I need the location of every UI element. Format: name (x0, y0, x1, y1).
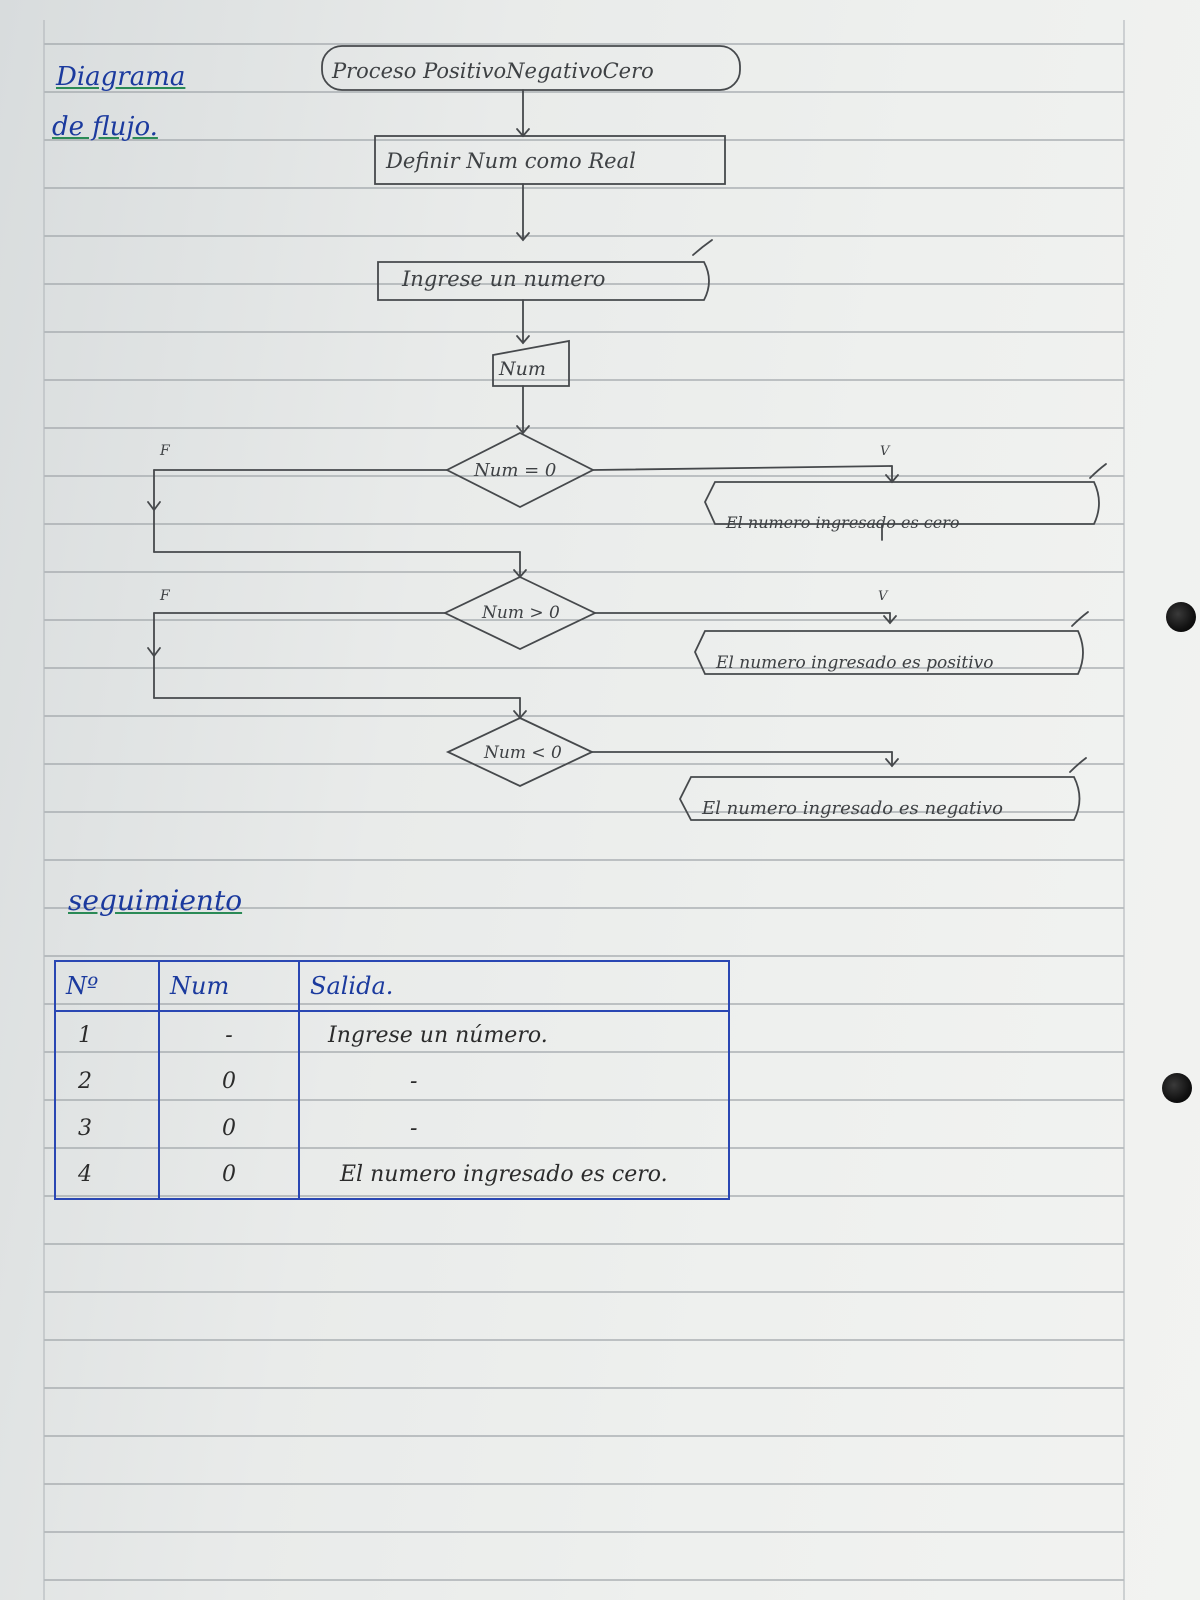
output-1-label: El numero ingresado es cero (725, 513, 959, 532)
trace-col-n: Nº (54, 960, 160, 1012)
trace-row-n: 1 (54, 1011, 160, 1059)
trace-row-output: Ingrese un número. (298, 1011, 730, 1059)
trace-row-n: 3 (54, 1104, 160, 1152)
table-row: 3 0 - (54, 1104, 730, 1152)
decision-1-false-label: F (159, 443, 171, 459)
trace-row-num: - (158, 1011, 300, 1059)
decision-1-condition: Num = 0 (473, 460, 556, 481)
table-row: 1 - Ingrese un número. (54, 1011, 730, 1059)
decision-2-false-label: F (159, 588, 171, 604)
trace-row-output: - (298, 1058, 730, 1105)
flowchart: Proceso PositivoNegativoCero Definir Num… (147, 45, 1107, 821)
decision-2-diamond (442, 576, 598, 650)
diagram-title-line1: Diagrama (56, 62, 186, 92)
decision-1-true-label: V (880, 444, 891, 459)
trace-row-n: 2 (54, 1058, 160, 1105)
prompt-label: Ingrese un numero (401, 267, 605, 291)
diagram-title-line2: de flujo. (52, 112, 158, 142)
define-label: Definir Num como Real (385, 149, 636, 173)
trace-row-num: 0 (158, 1104, 300, 1152)
output-3-label: El numero ingresado es negativo (701, 798, 1003, 819)
trace-row-output: - (298, 1104, 730, 1152)
trace-row-n: 4 (54, 1151, 160, 1200)
read-label: Num (498, 358, 546, 380)
decision-2-condition: Num > 0 (481, 603, 560, 623)
trace-heading: seguimiento (68, 884, 243, 917)
trace-col-output: Salida. (298, 960, 730, 1012)
table-row: 4 0 El numero ingresado es cero. (54, 1151, 730, 1200)
output-2-label: El numero ingresado es positivo (715, 653, 994, 673)
start-label: Proceso PositivoNegativoCero (331, 59, 654, 83)
punch-hole-bottom (1162, 1073, 1192, 1103)
start-terminal (321, 45, 741, 91)
output-3-shape (678, 776, 1081, 821)
punch-hole-top (1166, 602, 1196, 632)
prompt-output-shape (377, 261, 710, 301)
read-input-shape (492, 339, 570, 387)
trace-table: Nº Num Salida. 1 - Ingrese un número. 2 … (54, 960, 730, 1200)
table-row: 2 0 - (54, 1058, 730, 1105)
trace-row-num: 0 (158, 1151, 300, 1200)
output-2-shape (694, 630, 1084, 675)
decision-3-diamond (445, 717, 595, 787)
define-process-box (374, 135, 726, 185)
trace-row-num: 0 (158, 1058, 300, 1105)
decision-1-diamond (445, 431, 595, 509)
decision-2-true-label: V (878, 589, 889, 604)
trace-header-row: Nº Num Salida. (54, 960, 730, 1012)
trace-col-num: Num (158, 960, 300, 1012)
decision-3-condition: Num < 0 (483, 743, 562, 763)
trace-row-output: El numero ingresado es cero. (298, 1151, 730, 1200)
output-1-shape (704, 481, 1100, 525)
